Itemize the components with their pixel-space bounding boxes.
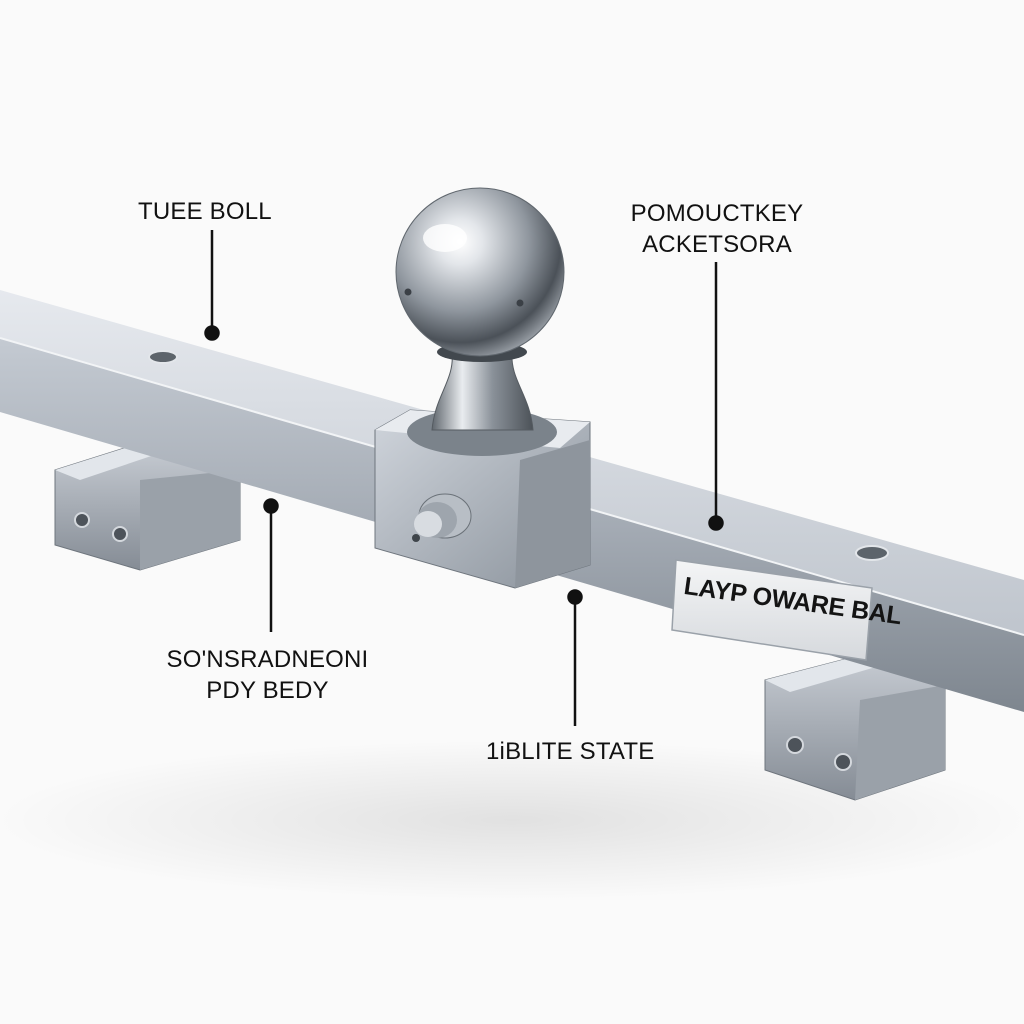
label-top-left: TUEE BOLL bbox=[138, 196, 272, 227]
hitch-ball bbox=[395, 187, 565, 456]
leader-lines bbox=[204, 230, 724, 726]
label-bottom-right: 1iBLITE STATE bbox=[486, 736, 654, 767]
label-bottom-right-text: 1iBLITE STATE bbox=[486, 738, 655, 765]
label-top-left-text: TUEE BOLL bbox=[138, 198, 272, 225]
crossbar-hole-right bbox=[855, 545, 889, 561]
name-plate bbox=[671, 559, 873, 661]
right-mounting-bracket bbox=[764, 649, 946, 801]
crossbar-hole-left bbox=[148, 350, 178, 364]
locking-bolt bbox=[412, 493, 472, 542]
leader-dot-bottom-right bbox=[567, 589, 583, 605]
leader-dot-top-left bbox=[204, 325, 220, 341]
left-mounting-bracket bbox=[54, 439, 241, 571]
label-top-right-line-2: ACKETSORA bbox=[642, 231, 792, 259]
label-bottom-left-line-1: SO'NSRADNEONI bbox=[166, 646, 369, 673]
ground-shadow bbox=[0, 740, 1024, 900]
leader-dot-bottom-left bbox=[263, 498, 279, 514]
label-bottom-left: SO'NSRADNEONI PDY BEDY bbox=[155, 644, 380, 706]
label-top-right-line-1: POMOUCTKEY bbox=[630, 200, 804, 227]
label-bottom-left-line-2: PDY BEDY bbox=[206, 677, 329, 705]
label-top-right: POMOUCTKEY ACKETSORA bbox=[622, 198, 812, 260]
leader-dot-top-right bbox=[708, 515, 724, 531]
